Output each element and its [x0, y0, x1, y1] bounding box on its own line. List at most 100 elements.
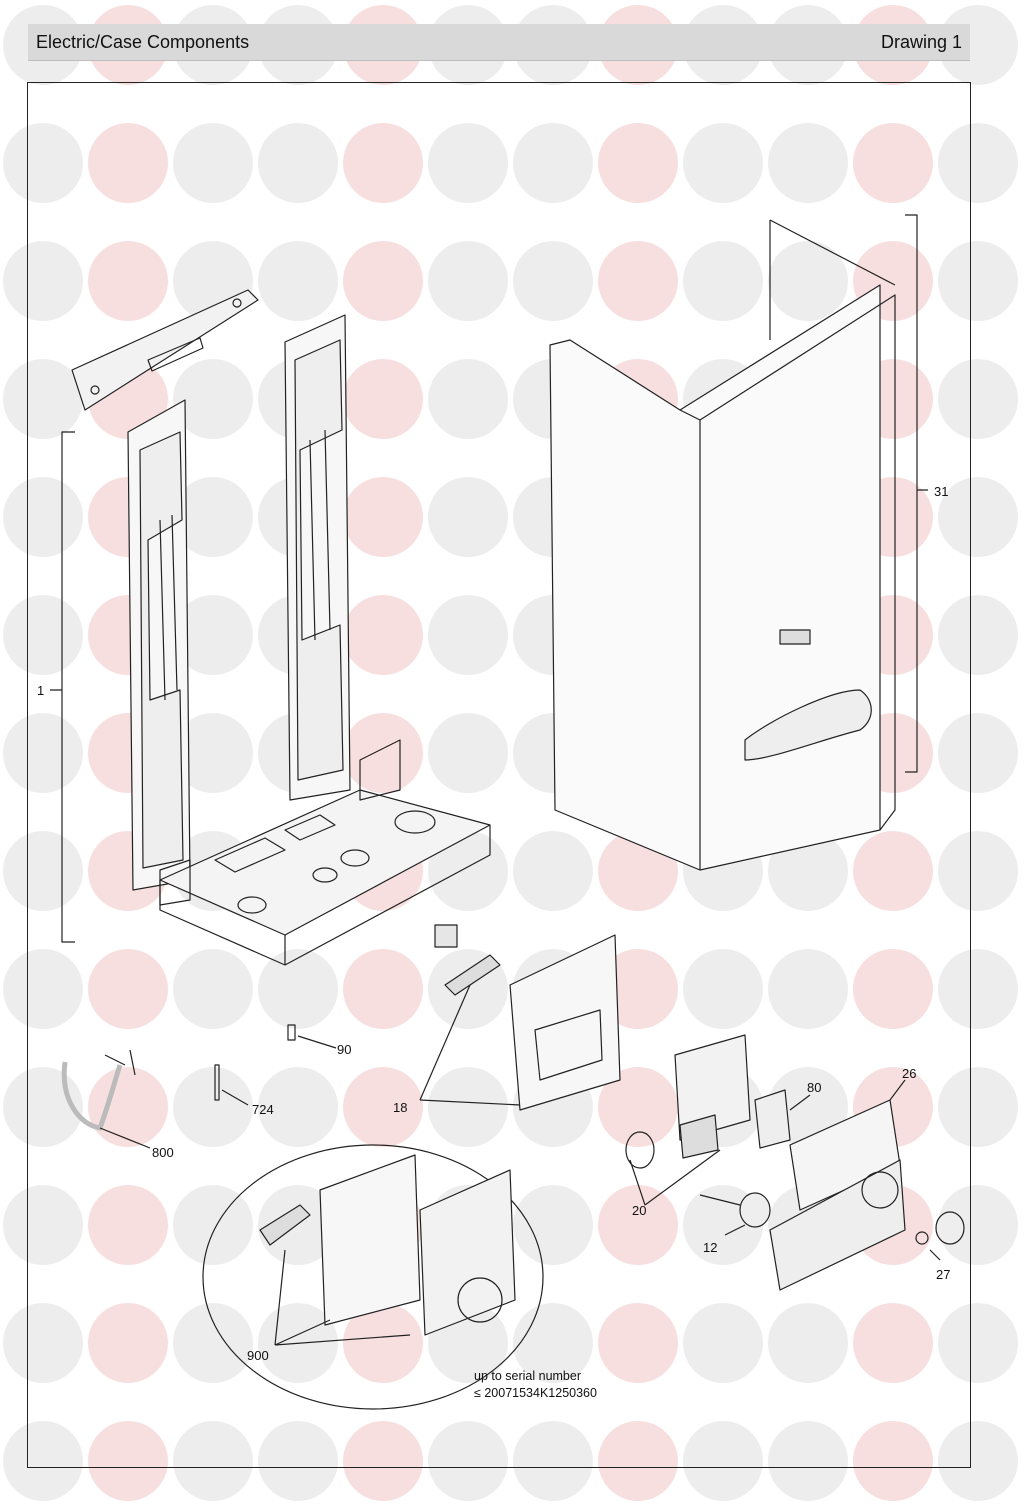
watermark-circle: [683, 241, 763, 321]
watermark-circle: [3, 241, 83, 321]
watermark-circle: [343, 123, 423, 203]
watermark-circle: [343, 595, 423, 675]
watermark-circle: [88, 1303, 168, 1383]
watermark-circle: [258, 1067, 338, 1147]
watermark-circle: [938, 949, 1018, 1029]
watermark-circle: [598, 123, 678, 203]
watermark-circle: [173, 595, 253, 675]
header-bar: Electric/Case Components Drawing 1: [28, 24, 970, 61]
watermark-circle: [173, 1303, 253, 1383]
watermark-circle: [343, 1303, 423, 1383]
watermark-circle: [938, 595, 1018, 675]
label-1: 1: [37, 683, 45, 698]
label-18: 18: [393, 1100, 408, 1115]
watermark-circle: [428, 831, 508, 911]
watermark-circle: [768, 1303, 848, 1383]
watermark-circle: [3, 831, 83, 911]
watermark-circle: [173, 477, 253, 557]
watermark-circle: [173, 713, 253, 793]
watermark-circle: [768, 949, 848, 1029]
watermark-circle: [853, 1421, 933, 1501]
label-31: 31: [934, 484, 949, 499]
part-80: [754, 1089, 791, 1149]
watermark-circle: [428, 359, 508, 439]
label-80: 80: [807, 1080, 822, 1095]
watermark-circle: [3, 123, 83, 203]
label-26: 26: [902, 1066, 917, 1081]
watermark-circle: [88, 1185, 168, 1265]
bracket-1: [50, 431, 75, 943]
watermark-circle: [258, 123, 338, 203]
watermark-circle: [428, 1067, 508, 1147]
watermark-circle: [173, 1421, 253, 1501]
watermark-circle: [173, 123, 253, 203]
watermark-circle: [3, 1421, 83, 1501]
watermark-circle: [768, 241, 848, 321]
watermark-circle: [258, 241, 338, 321]
watermark-circle: [513, 831, 593, 911]
watermark-circle: [428, 123, 508, 203]
label-27: 27: [936, 1267, 951, 1282]
watermark-circle: [598, 1185, 678, 1265]
drawing-frame: [27, 82, 971, 1468]
watermark-circle: [768, 123, 848, 203]
watermark-circle: [428, 477, 508, 557]
inset-900: [202, 1144, 544, 1410]
watermark-circle: [938, 477, 1018, 557]
watermark-circle: [428, 713, 508, 793]
watermark-circle: [938, 1185, 1018, 1265]
serial-note-line-1: up to serial number: [474, 1369, 582, 1383]
watermark-circle: [598, 1067, 678, 1147]
watermark-circle: [173, 359, 253, 439]
watermark-circle: [3, 1303, 83, 1383]
watermark-circle: [853, 123, 933, 203]
watermark-circle: [938, 1303, 1018, 1383]
bracket-31: [905, 214, 928, 773]
label-724: 724: [252, 1102, 274, 1117]
watermark-circle: [173, 1185, 253, 1265]
watermark-circle: [938, 123, 1018, 203]
watermark-circle: [3, 359, 83, 439]
watermark-circle: [3, 477, 83, 557]
watermark-circle: [3, 713, 83, 793]
watermark-circle: [938, 359, 1018, 439]
wall-bracket: [71, 289, 259, 411]
watermark-circle: [683, 949, 763, 1029]
watermark-circle: [3, 949, 83, 1029]
chassis-base: [159, 739, 491, 966]
watermark-circle: [173, 949, 253, 1029]
watermark-circle: [343, 359, 423, 439]
watermark-circle: [938, 831, 1018, 911]
watermark-circle: [343, 477, 423, 557]
watermark-circle: [88, 949, 168, 1029]
watermark-circle: [258, 949, 338, 1029]
watermark-circle: [258, 1185, 338, 1265]
watermark-circle: [853, 949, 933, 1029]
watermark-circle: [853, 831, 933, 911]
control-housing-26: [769, 1079, 906, 1291]
part-cube: [434, 924, 458, 948]
chassis-left-rail: [127, 399, 191, 891]
watermark-circle: [88, 123, 168, 203]
serial-note-line-2: ≤ 20071534K1250360: [474, 1386, 597, 1400]
watermark-circle: [88, 1421, 168, 1501]
case-cover: [549, 219, 896, 871]
watermark-circle: [938, 1067, 1018, 1147]
watermark-circle: [768, 1421, 848, 1501]
watermark-circle: [343, 1067, 423, 1147]
label-900: 900: [247, 1348, 269, 1363]
watermark-circle: [513, 1185, 593, 1265]
watermark-circle: [683, 1303, 763, 1383]
watermark-circle: [428, 595, 508, 675]
label-20: 20: [632, 1203, 647, 1218]
watermark-circle: [938, 241, 1018, 321]
watermark-circle: [598, 241, 678, 321]
label-12: 12: [703, 1240, 718, 1255]
watermark-circle: [598, 1303, 678, 1383]
watermark-circle: [513, 1421, 593, 1501]
watermark-circle: [88, 1067, 168, 1147]
watermark-circle: [258, 1421, 338, 1501]
watermark-circle: [853, 1303, 933, 1383]
watermark-circle: [343, 949, 423, 1029]
chassis-right-rail: [284, 314, 351, 801]
